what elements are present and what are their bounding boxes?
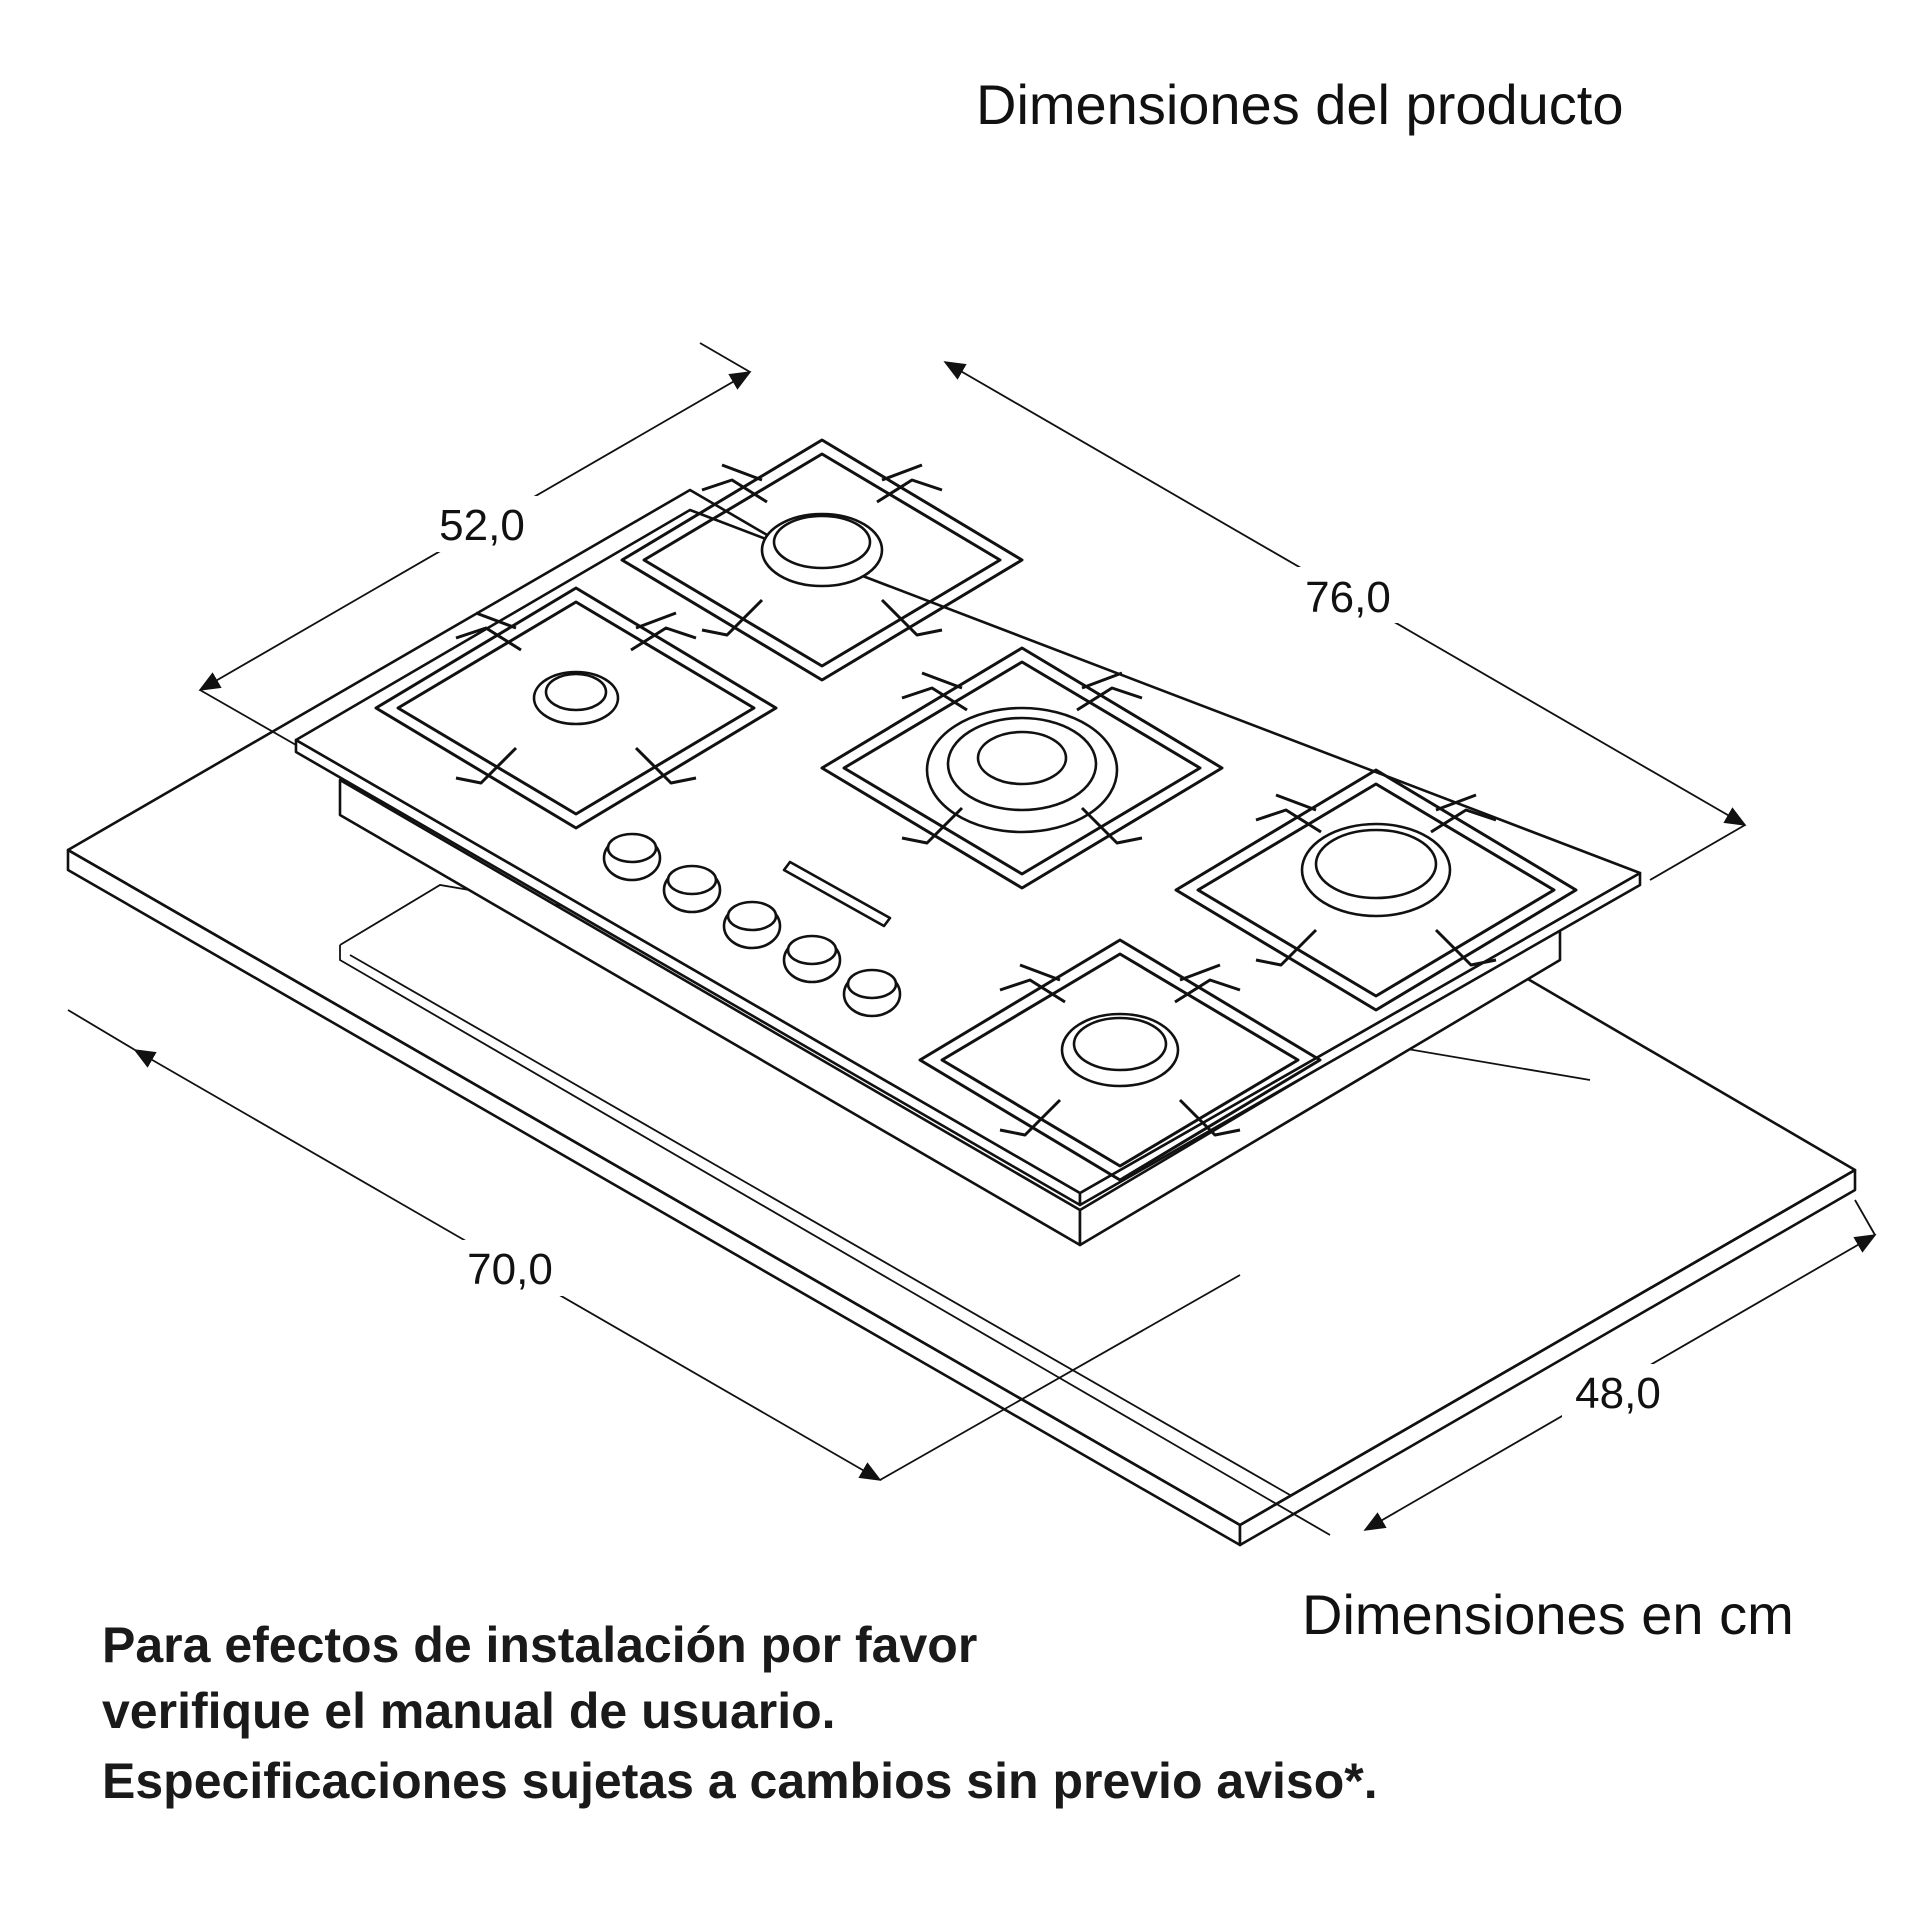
- dimension-width-bottom: 70,0: [467, 1245, 553, 1294]
- installation-notes: Para efectos de instalación por favor ve…: [102, 1612, 1378, 1814]
- note-line-1: Para efectos de instalación por favor: [102, 1617, 978, 1673]
- burner-front-right: [918, 938, 1322, 1182]
- knob-5: [842, 968, 902, 1018]
- burner-right: [1174, 768, 1578, 1012]
- knob-4: [782, 934, 842, 984]
- brand-logo: [782, 860, 892, 928]
- note-line-2: verifique el manual de usuario.: [102, 1683, 836, 1739]
- control-knobs: [602, 832, 902, 1018]
- note-line-3: Especificaciones sujetas a cambios sin p…: [102, 1753, 1378, 1809]
- knob-2: [662, 864, 722, 914]
- knob-3: [722, 900, 782, 950]
- dimension-depth-bottom: 48,0: [1575, 1369, 1661, 1418]
- page-title: Dimensiones del producto: [976, 73, 1624, 136]
- units-note: Dimensiones en cm: [1302, 1583, 1794, 1646]
- knob-1: [602, 832, 662, 882]
- dimension-width-top: 76,0: [1305, 573, 1391, 622]
- dimension-depth-top: 52,0: [439, 501, 525, 550]
